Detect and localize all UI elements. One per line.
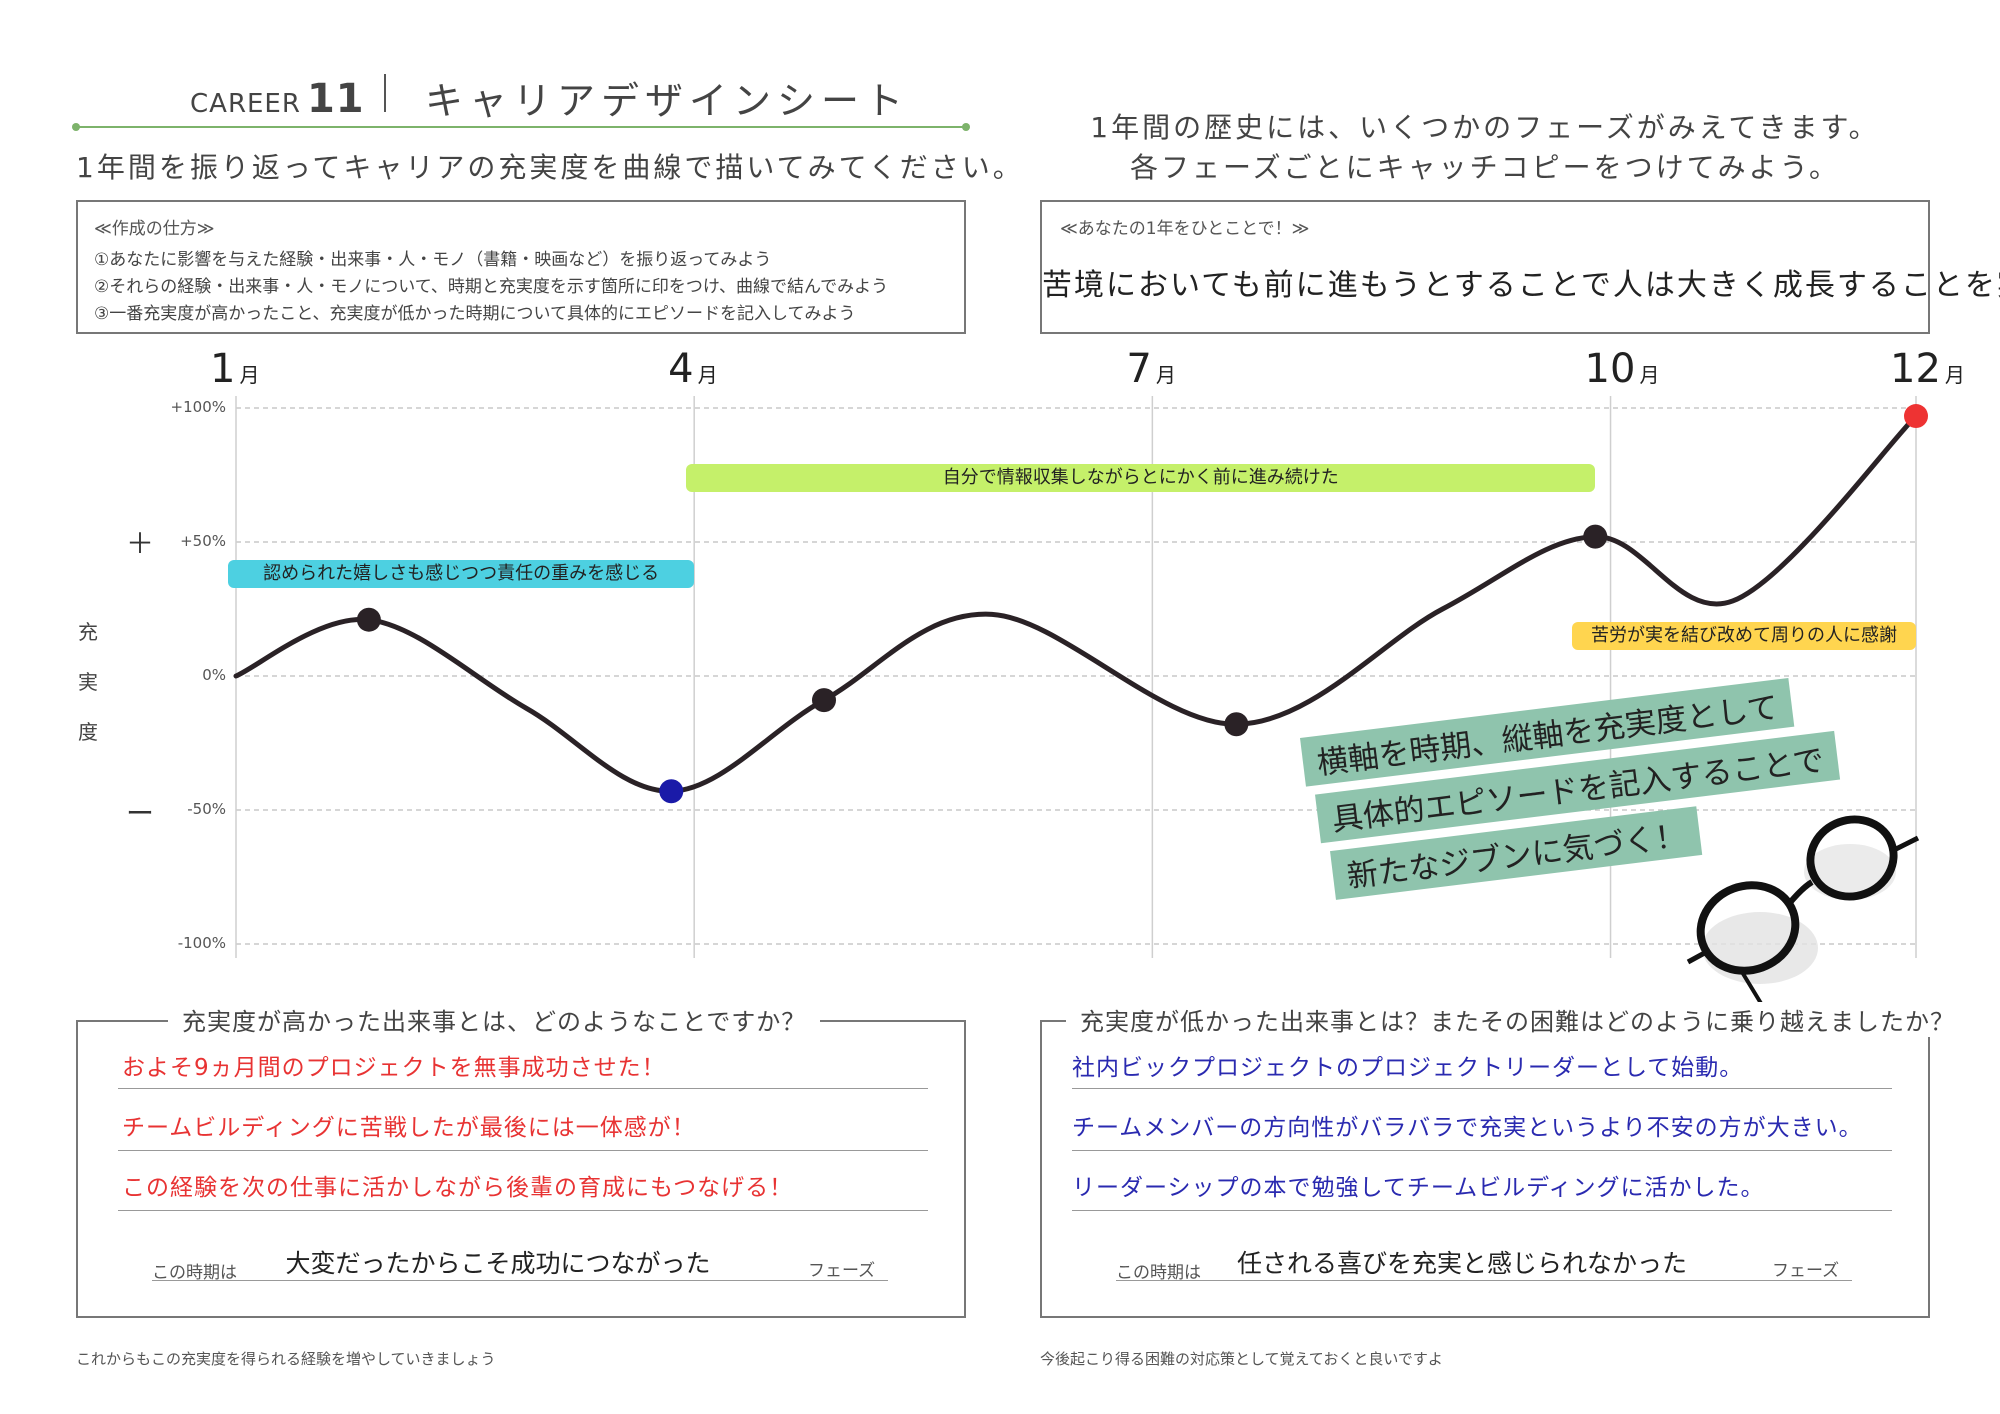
footnote-left: これからもこの充実度を得られる経験を増やしていきましょう: [76, 1350, 496, 1368]
high-event-1: およそ9ヵ月間のプロジェクトを無事成功させた！: [122, 1055, 666, 1081]
instruction-step-1: ①あなたに影響を与えた経験・出来事・人・モノ（書籍・映画など）を振り返ってみよう: [94, 250, 772, 270]
month-number: 10: [1584, 346, 1636, 392]
month-number: 4: [668, 346, 694, 392]
page-title: キャリアデザインシート: [425, 79, 910, 123]
y-tick-label: +50%: [180, 532, 226, 550]
y-tick-label: +100%: [170, 398, 226, 416]
phase-band: 苦労が実を結び改めて周りの人に感謝: [1572, 621, 1916, 650]
summary-text: 苦境においても前に進もうとすることで人は大きく成長することを実感！: [1042, 268, 2000, 303]
minus-symbol: ー: [126, 797, 155, 830]
header-separator: [384, 74, 386, 112]
y-tick-label: 0%: [202, 666, 226, 684]
low-event-rule-3: [1072, 1210, 1892, 1211]
month-unit: 月: [1639, 363, 1660, 387]
high-phase-text: 大変だったからこそ成功につながった: [285, 1249, 711, 1278]
high-events-box: 充実度が高かった出来事とは、どのようなことですか？ およそ9ヵ月間のプロジェクト…: [76, 1002, 966, 1318]
ylabel-char-2: 実: [78, 670, 98, 694]
phase-band: 自分で情報収集しながらとにかく前に進み続けた: [686, 463, 1596, 492]
data-point-marker: [1583, 524, 1608, 549]
low-events-heading: 充実度が低かった出来事とは？またその困難はどのように乗り越えましたか？: [1066, 1002, 1969, 1037]
month-unit: 月: [1944, 363, 1965, 387]
low-event-rule-1: [1072, 1088, 1892, 1089]
high-event-rule-2: [118, 1150, 928, 1151]
month-number: 12: [1890, 346, 1941, 392]
data-point-marker: [659, 779, 684, 804]
instructions-box: ≪作成の仕方≫ ①あなたに影響を与えた経験・出来事・人・モノ（書籍・映画など）を…: [76, 200, 966, 334]
low-phase-rule: [1116, 1280, 1852, 1281]
month-unit: 月: [239, 363, 260, 387]
low-events-box: 充実度が低かった出来事とは？またその困難はどのように乗り越えましたか？ 社内ビッ…: [1040, 1002, 1969, 1318]
data-point-marker: [1904, 404, 1928, 429]
high-event-rule-3: [118, 1210, 928, 1211]
instruction-step-2: ②それらの経験・出来事・人・モノについて、時期と充実度を示す箇所に印をつけ、曲線…: [94, 277, 889, 297]
summary-label: ≪あなたの1年をひとことで！≫: [1060, 219, 1310, 239]
high-phase-rule: [152, 1280, 888, 1281]
ylabel-char-3: 度: [78, 720, 98, 744]
low-event-3: リーダーシップの本で勉強してチームビルディングに活かした。: [1072, 1175, 1765, 1201]
high-event-rule-1: [118, 1088, 928, 1089]
y-tick-label: -100%: [177, 934, 226, 952]
low-event-2: チームメンバーの方向性がバラバラで充実というより不安の方が大きい。: [1072, 1115, 1863, 1141]
data-point-marker: [356, 607, 381, 632]
data-point-marker: [1224, 712, 1249, 737]
low-phase-suffix: フェーズ: [1772, 1261, 1840, 1281]
month-number: 7: [1126, 346, 1152, 392]
high-phase-suffix: フェーズ: [808, 1261, 876, 1281]
month-unit: 月: [1155, 363, 1176, 387]
y-tick-label: -50%: [187, 800, 226, 818]
phase-band: 認められた嬉しさも感じつつ責任の重みを感じる: [228, 560, 695, 589]
instruction-step-3: ③一番充実度が高かったこと、充実度が低かった時期について具体的にエピソードを記入…: [94, 304, 856, 324]
header-divider: [76, 126, 966, 128]
page-subtitle: 1年間を振り返ってキャリアの充実度を曲線で描いてみてください。: [76, 151, 1024, 184]
ylabel-char-1: 充: [78, 620, 98, 644]
footnote-right: 今後起こり得る困難の対応策として覚えておくと良いですよ: [1040, 1350, 1443, 1368]
data-point-marker: [812, 688, 836, 713]
month-unit: 月: [697, 363, 718, 387]
glasses-icon: [1686, 815, 1920, 1007]
high-events-heading: 充実度が高かった出来事とは、どのようなことですか？: [168, 1002, 821, 1037]
header-divider-dot-left: [72, 123, 80, 131]
low-phase-text: 任される喜びを充実と感じられなかった: [1236, 1249, 1687, 1278]
career-number: 11: [306, 76, 365, 122]
month-number: 1: [210, 346, 236, 392]
phase-intro-line-1: 1年間の歴史には、いくつかのフェーズがみえてきます。: [1090, 111, 1880, 144]
career-label-text: CAREER: [190, 89, 301, 119]
high-event-3: この経験を次の仕事に活かしながら後輩の育成にもつなげる！: [122, 1175, 794, 1201]
high-event-2: チームビルディングに苦戦したが最後には一体感が！: [122, 1115, 696, 1141]
low-phase-prefix: この時期は: [1116, 1263, 1201, 1283]
low-event-rule-2: [1072, 1150, 1892, 1151]
plus-symbol: ＋: [126, 527, 155, 560]
header-divider-dot-right: [962, 123, 970, 131]
instructions-title: ≪作成の仕方≫: [94, 219, 215, 239]
phase-intro-line-2: 各フェーズごとにキャッチコピーをつけてみよう。: [1130, 151, 1840, 184]
summary-box: ≪あなたの1年をひとことで！≫ 苦境においても前に進もうとすることで人は大きく成…: [1040, 200, 2000, 334]
high-phase-prefix: この時期は: [152, 1263, 237, 1283]
low-event-1: 社内ビックプロジェクトのプロジェクトリーダーとして始動。: [1072, 1055, 1744, 1081]
phase-intro: 1年間の歴史には、いくつかのフェーズがみえてきます。 各フェーズごとにキャッチコ…: [1040, 108, 1930, 188]
